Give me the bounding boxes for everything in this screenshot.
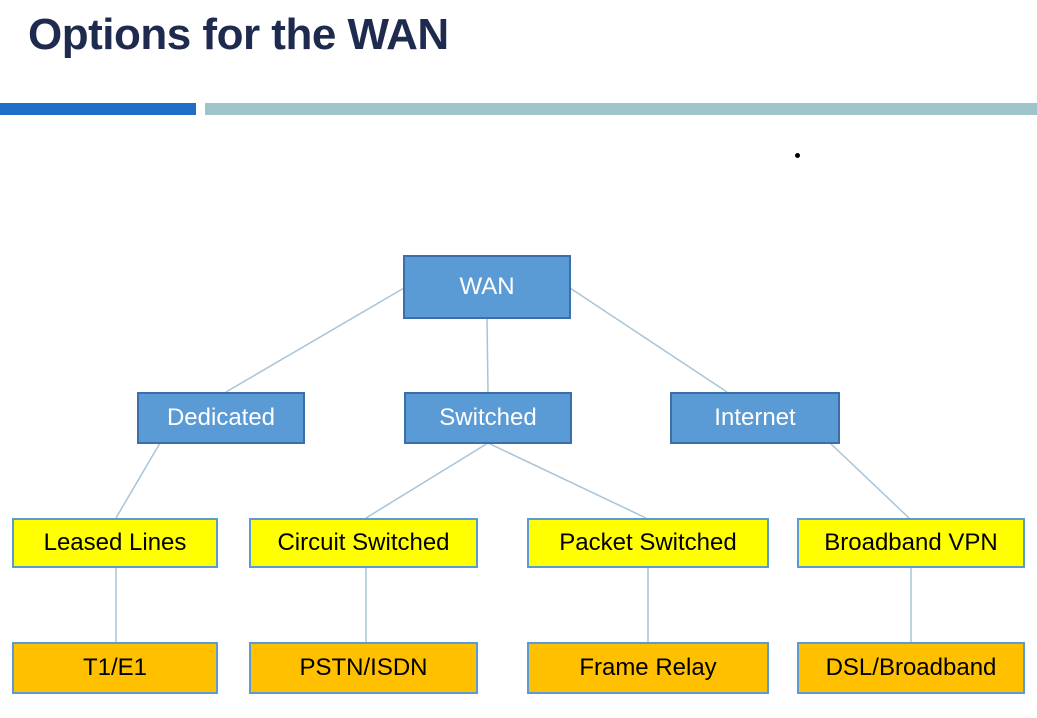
node-t1e1-label: T1/E1 (82, 654, 148, 681)
divider-bar (205, 103, 1037, 115)
node-circuit-switched: Circuit Switched (249, 518, 478, 568)
node-frame-relay-label: Frame Relay (579, 654, 717, 681)
connector-wan-dedicated (225, 287, 405, 393)
page-title: Options for the WAN (28, 10, 449, 59)
node-leased-lines-label: Leased Lines (43, 529, 187, 556)
node-leased-lines: Leased Lines (12, 518, 218, 568)
bullet-dot (795, 153, 800, 158)
connector-wan-internet (569, 287, 728, 393)
node-wan-label: WAN (459, 273, 515, 300)
node-broadband-vpn-label: Broadband VPN (824, 529, 998, 556)
node-pstn-isdn-label: PSTN/ISDN (299, 654, 428, 681)
node-switched: Switched (404, 392, 572, 444)
connector-switched-packet-switched (487, 442, 647, 519)
node-pstn-isdn: PSTN/ISDN (249, 642, 478, 694)
node-frame-relay: Frame Relay (527, 642, 769, 694)
node-dedicated: Dedicated (137, 392, 305, 444)
accent-bar (0, 103, 196, 115)
node-internet: Internet (670, 392, 840, 444)
node-dsl-broadband-label: DSL/Broadband (825, 654, 997, 681)
node-t1e1: T1/E1 (12, 642, 218, 694)
node-broadband-vpn: Broadband VPN (797, 518, 1025, 568)
connector-dedicated-leased-lines (115, 442, 161, 519)
node-packet-switched: Packet Switched (527, 518, 769, 568)
node-internet-label: Internet (714, 404, 796, 431)
connector-wan-switched (486, 317, 489, 393)
node-packet-switched-label: Packet Switched (559, 529, 737, 556)
connector-switched-circuit-switched (365, 442, 489, 519)
node-wan: WAN (403, 255, 571, 319)
node-dedicated-label: Dedicated (166, 404, 276, 431)
node-circuit-switched-label: Circuit Switched (277, 529, 450, 556)
node-dsl-broadband: DSL/Broadband (797, 642, 1025, 694)
node-switched-label: Switched (439, 404, 537, 431)
connector-internet-broadband-vpn (829, 442, 910, 519)
